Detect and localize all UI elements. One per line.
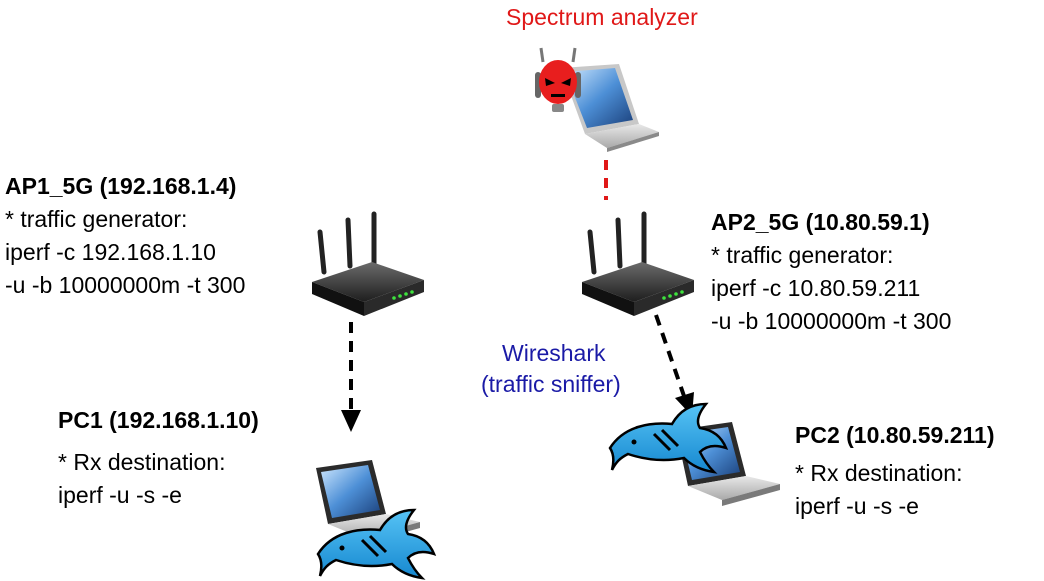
ap2-line3: -u -b 10000000m -t 300 <box>711 308 952 334</box>
ap2-router-icon <box>582 211 694 316</box>
pc1-line1: * Rx destination: <box>58 449 226 475</box>
wireshark-label-line2: (traffic sniffer) <box>481 371 621 397</box>
pc2-line1: * Rx destination: <box>795 460 963 486</box>
pc1-title: PC1 (192.168.1.10) <box>58 407 259 433</box>
pc1-shark-fin-icon <box>316 508 437 580</box>
ap2-line1: * traffic generator: <box>711 242 894 268</box>
wireshark-shark-fin-icon <box>608 402 729 474</box>
pc2-line2: iperf -u -s -e <box>795 493 919 519</box>
ap2-to-pc2-arrow <box>654 314 694 416</box>
ap2-title: AP2_5G (10.80.59.1) <box>711 209 930 235</box>
ap1-router-icon <box>312 211 424 316</box>
ap1-line2: iperf -c 192.168.1.10 <box>5 239 216 265</box>
wireshark-label-line1: Wireshark <box>502 340 606 366</box>
spectrum-analyzer-label: Spectrum analyzer <box>506 4 698 30</box>
red-devil-icon <box>535 47 581 112</box>
ap1-title: AP1_5G (192.168.1.4) <box>5 173 237 199</box>
pc2-title: PC2 (10.80.59.211) <box>795 422 995 448</box>
ap1-line1: * traffic generator: <box>5 206 188 232</box>
pc1-line2: iperf -u -s -e <box>58 482 182 508</box>
ap1-line3: -u -b 10000000m -t 300 <box>5 272 246 298</box>
ap2-line2: iperf -c 10.80.59.211 <box>711 275 921 301</box>
ap1-to-pc1-arrow <box>341 322 361 432</box>
